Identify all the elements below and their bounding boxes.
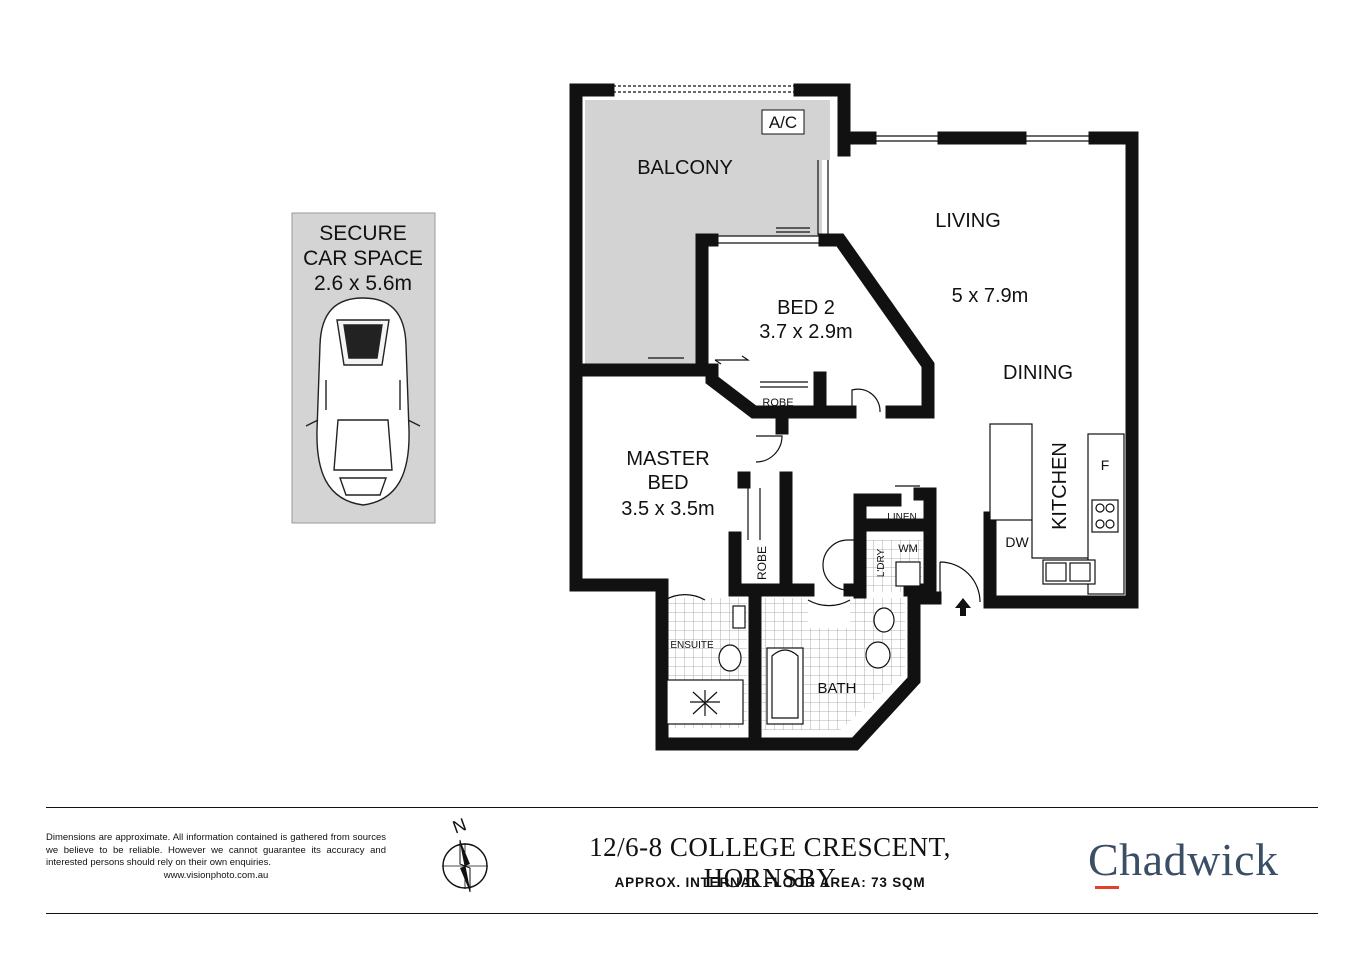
bed2-dims: 3.7 x 2.9m [759, 321, 852, 343]
north-compass-icon: N [442, 818, 488, 893]
website-link[interactable]: www.visionphoto.com.au [163, 869, 269, 881]
disclaimer: Dimensions are approximate. All informat… [46, 832, 386, 882]
master-bed-dims: 3.5 x 3.5m [621, 498, 714, 520]
bed2-label: BED 2 [777, 297, 835, 319]
bed2-robe-label: ROBE [762, 397, 793, 409]
logo-accent-bar [1095, 886, 1119, 889]
compass-n-label: N [450, 818, 469, 838]
windows [595, 85, 1095, 585]
master-robe-label: ROBE [755, 546, 769, 580]
ac-label: A/C [769, 113, 797, 132]
dining-label: DINING [1003, 362, 1073, 384]
master-bed-label-1: MASTER [626, 448, 709, 470]
car-space-title-1: SECURE [319, 222, 407, 245]
property-address: 12/6-8 COLLEGE CRESCENT, HORNSBY [589, 832, 951, 893]
wm-label: WM [898, 543, 918, 555]
floor-area: APPROX. INTERNAL FLOOR AREA: 73 SQM [614, 875, 926, 890]
laundry-label: L'DRY [876, 548, 887, 577]
sanitary-fixtures [666, 605, 895, 725]
walls [569, 83, 1139, 751]
entry-arrow-icon [955, 598, 971, 616]
car-icon [305, 297, 421, 506]
fridge-label: F [1101, 457, 1110, 473]
room-labels: BALCONY A/C LIVING 5 x 7.9m DINING KITCH… [621, 109, 1110, 697]
car-space: SECURE CAR SPACE 2.6 x 5.6m [291, 212, 436, 524]
dishwasher-label: DW [1005, 534, 1029, 550]
kitchen-joinery [895, 423, 1125, 595]
agency-logo: Chadwick [1088, 834, 1279, 885]
linen-label: LINEN [887, 512, 916, 523]
master-bed-label-2: BED [647, 472, 688, 494]
bath-label: BATH [818, 680, 857, 697]
living-label: LIVING [935, 210, 1001, 232]
footer-top-rule [46, 807, 1318, 808]
living-dims: 5 x 7.9m [952, 285, 1029, 307]
kitchen-label: KITCHEN [1049, 442, 1071, 530]
car-space-dims: 2.6 x 5.6m [314, 272, 412, 295]
car-space-title-2: CAR SPACE [303, 247, 423, 270]
door-swings [664, 388, 981, 607]
footer-bottom-rule [46, 913, 1318, 914]
disclaimer-text: Dimensions are approximate. All informat… [46, 832, 386, 868]
ensuite-label: ENSUITE [670, 640, 714, 651]
balcony-label: BALCONY [637, 157, 733, 179]
